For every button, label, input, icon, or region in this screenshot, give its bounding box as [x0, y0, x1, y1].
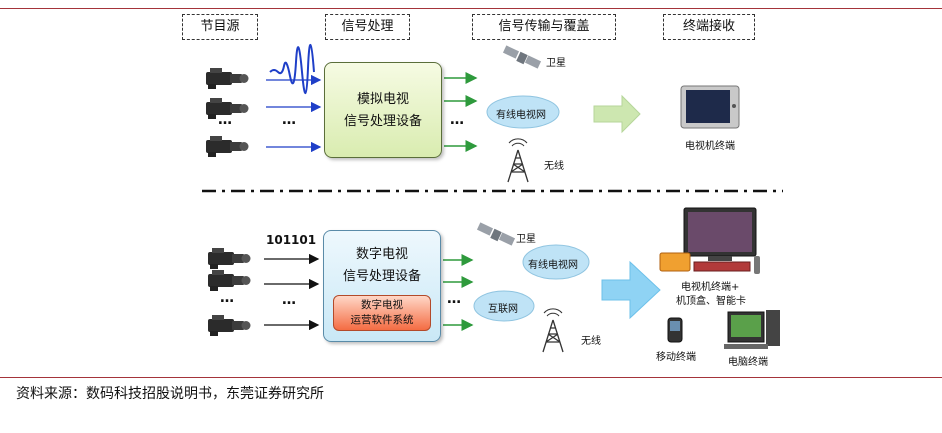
- digital-big-arrow: [601, 260, 661, 320]
- mobile-phone-icon: [667, 317, 683, 343]
- analog-satellite-icon: [502, 45, 542, 69]
- analog-processor-line2: 信号处理设备: [343, 114, 422, 129]
- ops-software-line2: 运营软件系统: [350, 314, 414, 326]
- digital-bits-label: 101101: [266, 233, 317, 247]
- analog-cable-label: 有线电视网: [496, 110, 546, 121]
- digital-tower-icon: [542, 308, 564, 353]
- analog-tv-icon: [680, 85, 740, 129]
- analog-tower-icon: [507, 138, 529, 183]
- analog-terminal-label: 电视机终端: [685, 141, 735, 152]
- analog-source-ellipsis: …: [218, 112, 233, 128]
- analog-waveform: [269, 44, 315, 94]
- analog-satellite-label: 卫星: [546, 58, 566, 69]
- digital-tv-icon: [683, 207, 757, 261]
- digital-terminal-mobile-label: 移动终端: [656, 352, 696, 363]
- digital-camera-3: [208, 315, 251, 336]
- analog-wireless-label: 无线: [544, 161, 564, 172]
- header-source: 节目源: [182, 14, 258, 40]
- ops-software-box: 数字电视 运营软件系统: [333, 295, 431, 331]
- digital-processor-box: 数字电视 信号处理设备 数字电视 运营软件系统: [323, 230, 441, 342]
- header-transmission: 信号传输与覆盖: [472, 14, 616, 40]
- digital-terminal-tv-label: 电视机终端+: [681, 282, 740, 293]
- bottom-rule: [0, 377, 942, 378]
- digital-cable-label: 有线电视网: [528, 260, 578, 271]
- analog-big-arrow: [593, 94, 641, 134]
- analog-processor-line1: 模拟电视: [356, 92, 409, 107]
- digital-satellite-icon: [476, 222, 516, 246]
- analog-camera-3: [206, 136, 249, 157]
- analog-out-ellipsis: …: [450, 112, 465, 128]
- digital-camera-2: [208, 270, 251, 291]
- smart-card-icon: [659, 252, 691, 272]
- digital-processor-line2: 信号处理设备: [342, 269, 421, 284]
- digital-out-ellipsis: …: [447, 291, 462, 307]
- digital-processor-line1: 数字电视: [355, 247, 408, 262]
- set-top-box-icon: [693, 261, 751, 272]
- source-note: 资料来源：数码科技招股说明书，东莞证券研究所: [16, 386, 324, 402]
- digital-satellite-label: 卫星: [516, 234, 536, 245]
- digital-internet-label: 互联网: [488, 304, 518, 315]
- digital-arrow-ellipsis: …: [282, 292, 297, 308]
- digital-camera-1: [208, 248, 251, 269]
- digital-terminal-tv-label-2: 机顶盒、智能卡: [676, 296, 746, 307]
- analog-camera-1: [206, 68, 249, 89]
- digital-cable-cloud: [522, 244, 590, 280]
- header-terminal: 终端接收: [663, 14, 755, 40]
- remote-icon: [754, 256, 760, 274]
- header-processing: 信号处理: [325, 14, 410, 40]
- digital-internet-cloud: [473, 290, 535, 322]
- digital-wireless-label: 无线: [581, 336, 601, 347]
- analog-processor-box: 模拟电视 信号处理设备: [324, 62, 442, 158]
- analog-arrow-ellipsis: …: [282, 112, 297, 128]
- top-rule: [0, 8, 942, 9]
- computer-icon: [724, 310, 780, 349]
- digital-source-ellipsis: …: [220, 290, 235, 306]
- digital-terminal-pc-label: 电脑终端: [728, 357, 768, 368]
- analog-cable-cloud: [486, 95, 560, 129]
- ops-software-line1: 数字电视: [361, 299, 403, 311]
